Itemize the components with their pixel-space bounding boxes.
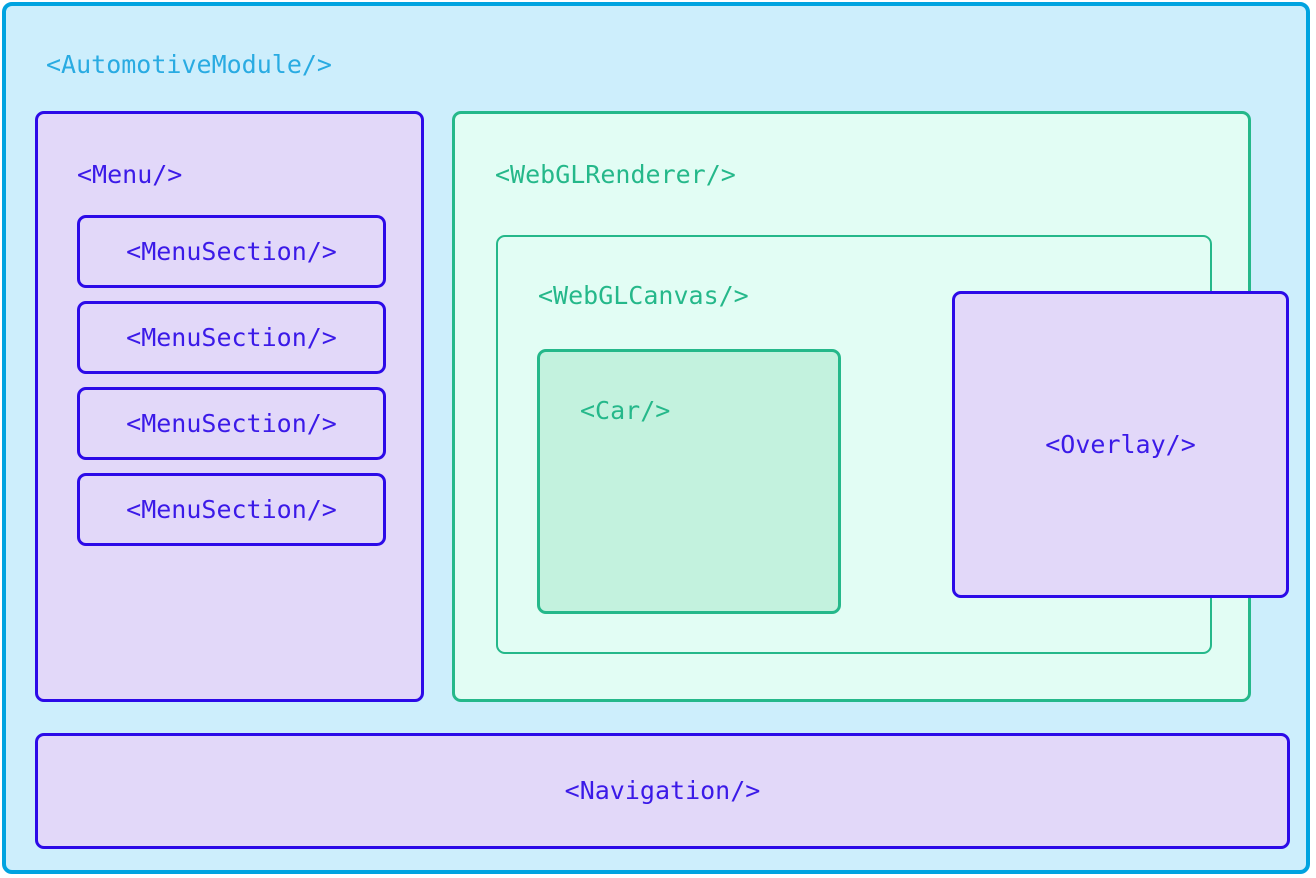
navigation-bar[interactable]: <Navigation/> (35, 733, 1290, 849)
menu-section-label: <MenuSection/> (126, 322, 337, 352)
menu-section-item[interactable]: <MenuSection/> (77, 387, 386, 460)
car-label: <Car/> (580, 396, 671, 425)
menu-section-item[interactable]: <MenuSection/> (77, 473, 386, 546)
menu-section-label: <MenuSection/> (126, 408, 337, 438)
navigation-label: <Navigation/> (564, 776, 761, 805)
menu-label: <Menu/> (77, 160, 183, 189)
menu-section-label: <MenuSection/> (126, 236, 337, 266)
menu-section-list: <MenuSection/> <MenuSection/> <MenuSecti… (77, 215, 386, 559)
menu-section-item[interactable]: <MenuSection/> (77, 215, 386, 288)
automotive-module-label: <AutomotiveModule/> (46, 50, 332, 79)
overlay-label: <Overlay/> (1045, 429, 1196, 459)
webgl-renderer-label: <WebGLRenderer/> (495, 160, 736, 189)
webgl-canvas-label: <WebGLCanvas/> (538, 281, 749, 310)
menu-section-item[interactable]: <MenuSection/> (77, 301, 386, 374)
overlay-box[interactable]: <Overlay/> (952, 291, 1289, 598)
menu-panel[interactable]: <Menu/> <MenuSection/> <MenuSection/> <M… (35, 111, 424, 702)
car-box[interactable]: <Car/> (537, 349, 841, 614)
menu-section-label: <MenuSection/> (126, 494, 337, 524)
